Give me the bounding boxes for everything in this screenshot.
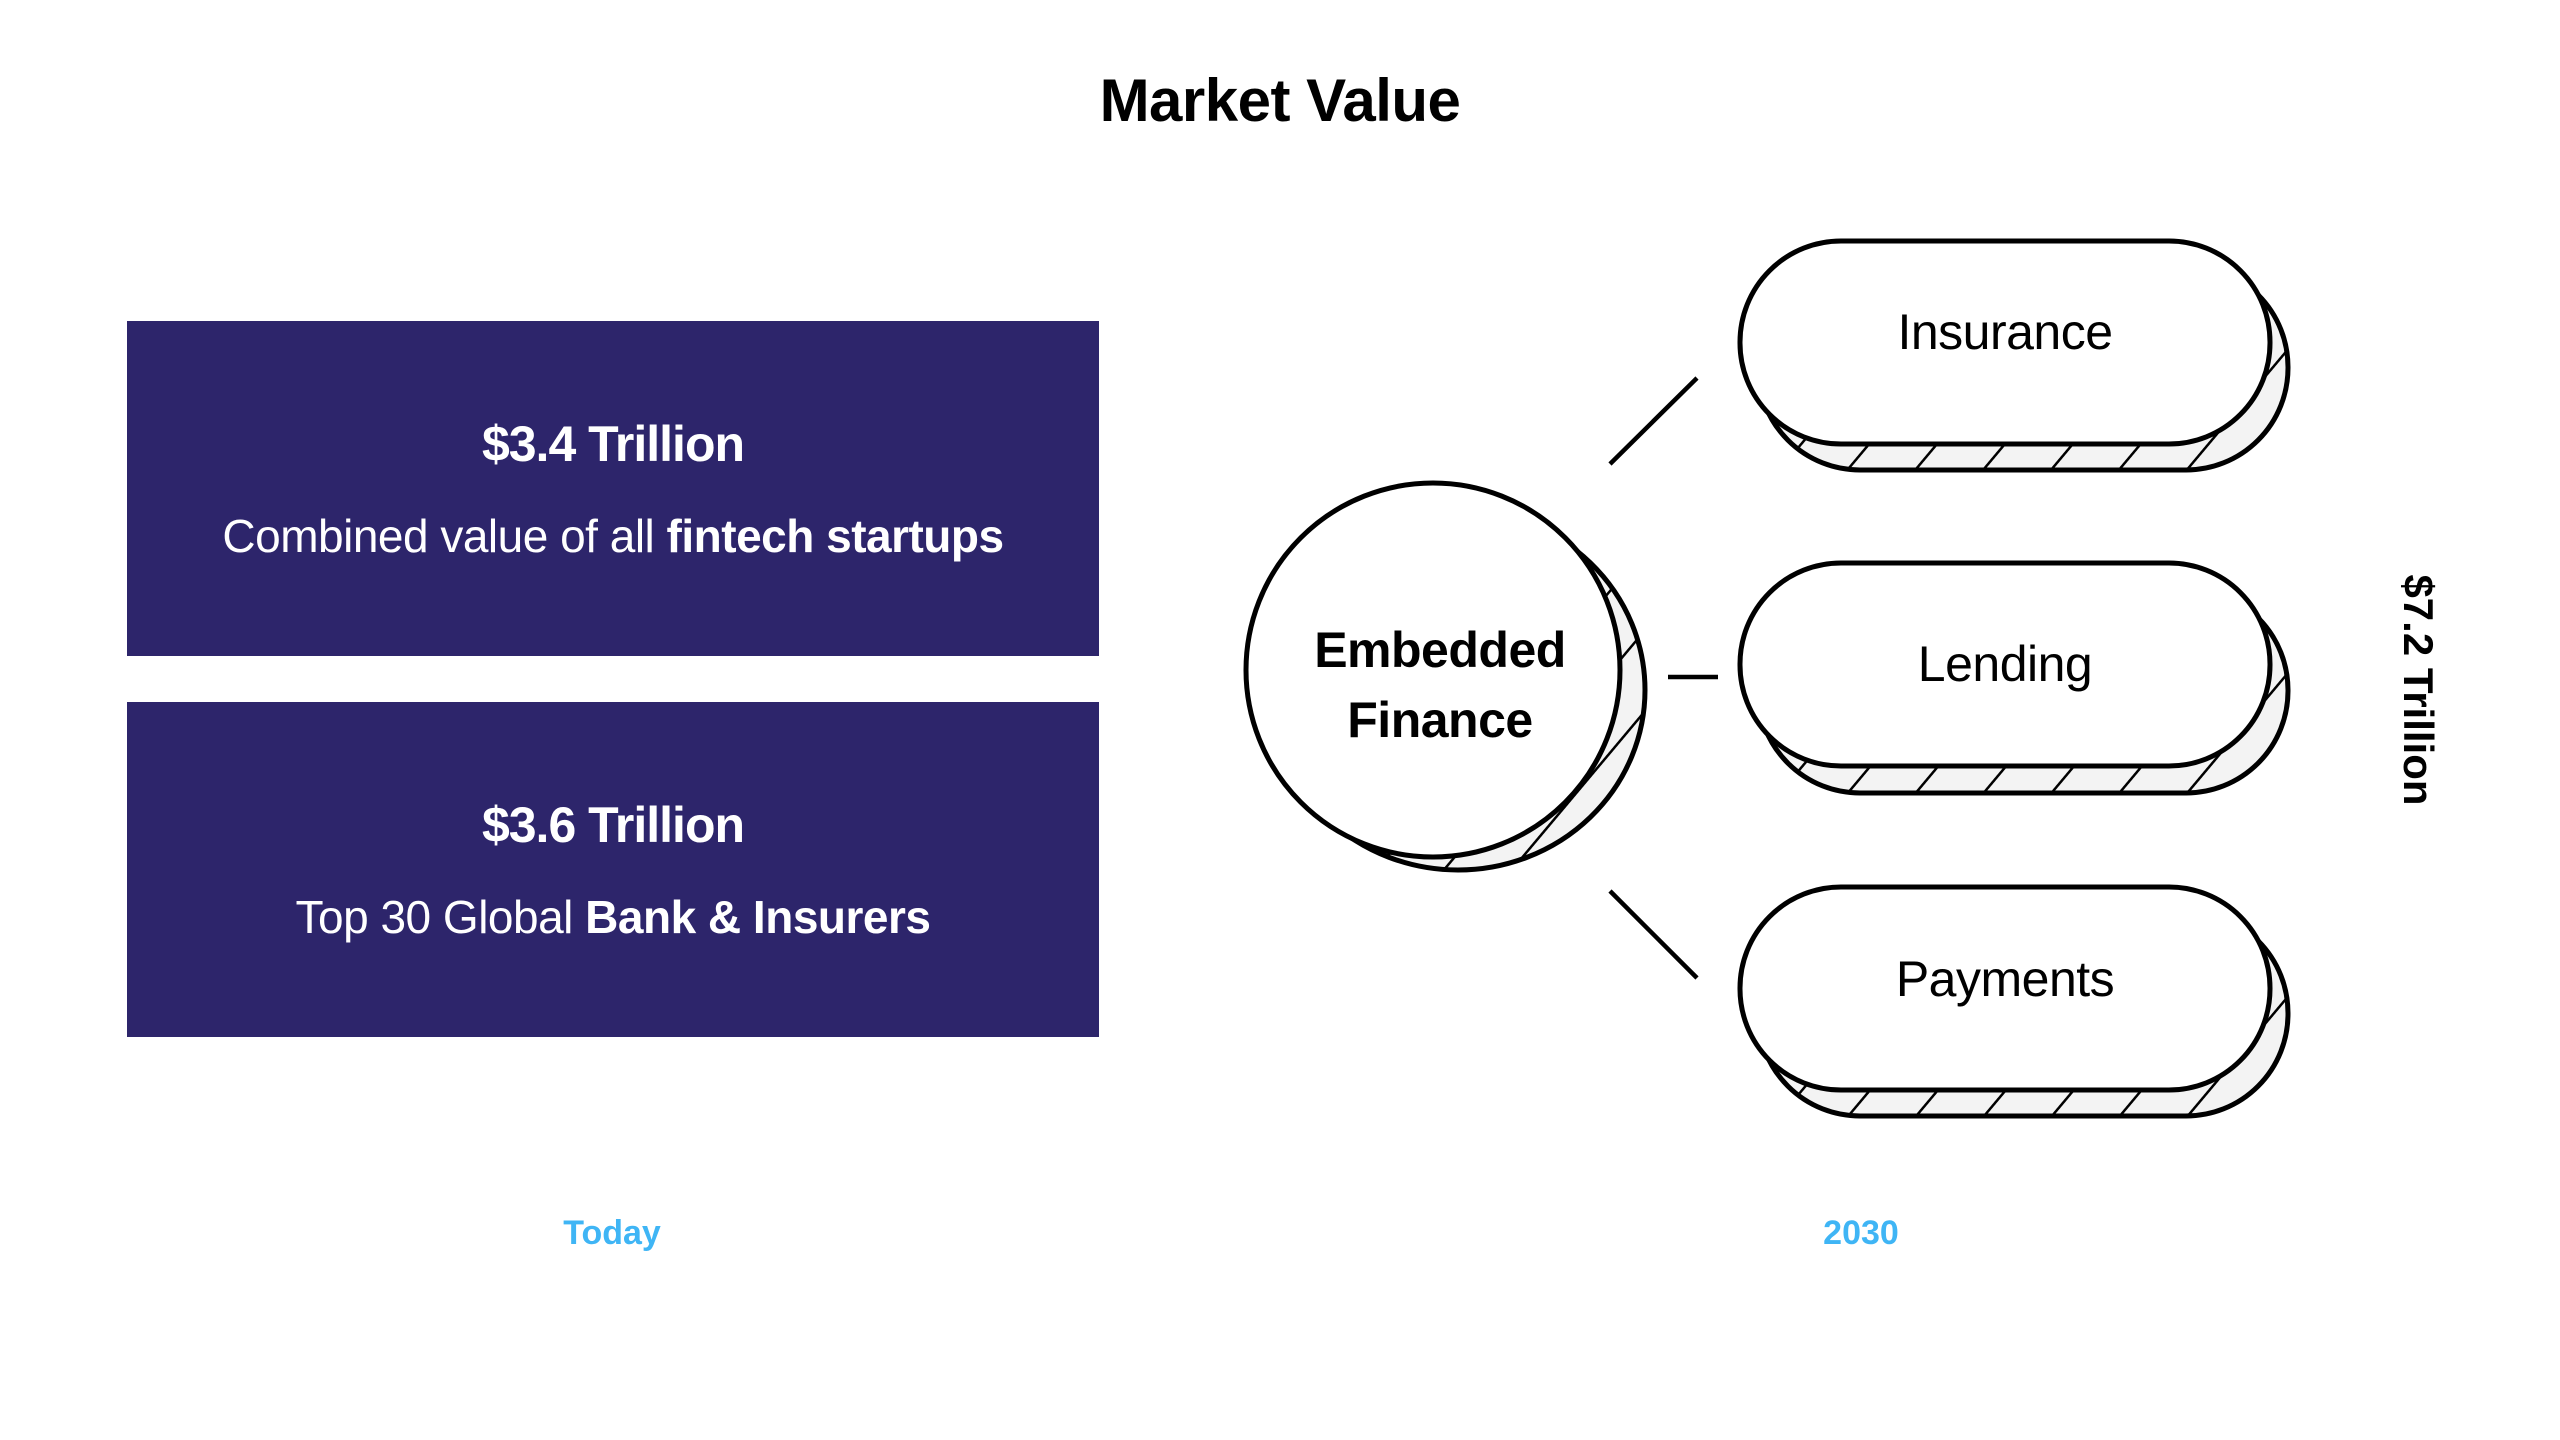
total-value-label: $7.2 Trillion [2395,574,2442,806]
segment-payments: Payments [1895,951,2115,1007]
center-line-1: Embedded [1314,622,1566,678]
desc-bold: fintech startups [666,509,1005,562]
embedded-finance-label: Embedded Finance [1250,615,1630,755]
year-2030-label: 2030 [1823,1214,1899,1252]
segment-lending: Lending [1917,636,2093,692]
embedded-finance-coin-icon [1243,480,1648,873]
desc-regular: Combined value of all [222,509,667,562]
box-value: $3.6 Trillion [481,796,745,853]
fintech-value-box: $3.4 Trillion Combined value of all fint… [127,321,1099,656]
box-description: Combined value of all fintech startups [222,509,1005,563]
desc-bold: Bank & Insurers [585,890,931,943]
center-line-2: Finance [1347,692,1533,748]
box-description: Top 30 Global Bank & Insurers [296,890,931,944]
connector-line-insurance [1608,376,1699,466]
today-label: Today [563,1214,661,1252]
insurance-pill-icon [1737,238,2291,473]
connector-line-payments [1608,889,1699,980]
desc-regular: Top 30 Global [295,890,586,943]
payments-pill-icon [1737,884,2291,1119]
segment-insurance: Insurance [1897,304,2113,360]
page-title: Market Value [1099,67,1461,134]
lending-pill-icon [1737,560,2291,796]
box-value: $3.4 Trillion [481,415,745,472]
banks-value-box: $3.6 Trillion Top 30 Global Bank & Insur… [127,702,1099,1037]
